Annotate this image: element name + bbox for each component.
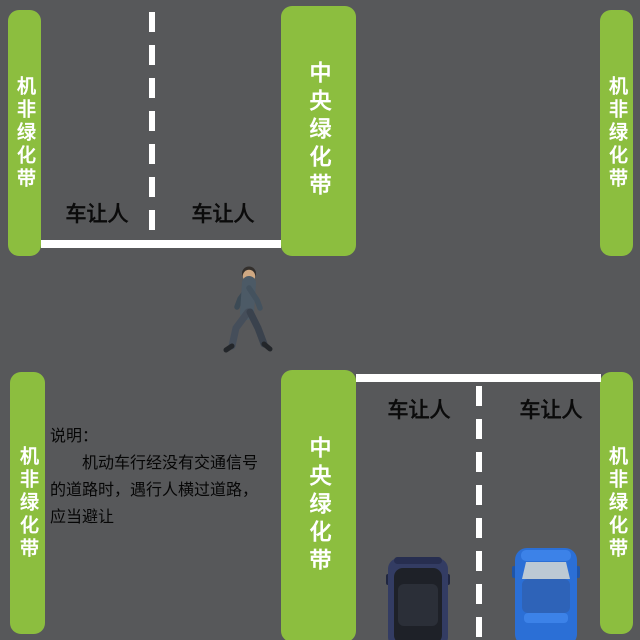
pedestrian-walking-icon xyxy=(222,266,274,363)
explanation-line: 应当避让 xyxy=(50,509,115,526)
greenbelt-top-right-label: 机非绿化带 xyxy=(606,75,627,191)
greenbelt-bottom-center: 中央绿化带 xyxy=(281,370,356,640)
explanation-line: 的道路时，遇行人横过道路， xyxy=(50,482,259,499)
greenbelt-top-center-label: 中央绿化带 xyxy=(306,61,332,201)
greenbelt-bottom-left: 机非绿化带 xyxy=(10,372,45,634)
explanation-line: 机动车行经没有交通信号 xyxy=(50,455,259,472)
yield-label-bottom-left: 车让人 xyxy=(387,399,451,422)
greenbelt-bottom-right-label: 机非绿化带 xyxy=(606,445,627,561)
yield-stop-line-top xyxy=(41,240,281,248)
yield-label-top-left: 车让人 xyxy=(65,203,129,226)
greenbelt-top-right: 机非绿化带 xyxy=(600,10,633,256)
lane-divider-dashed-bottom xyxy=(476,386,482,640)
greenbelt-top-center: 中央绿化带 xyxy=(281,6,356,256)
lane-divider-dashed-top xyxy=(149,12,155,238)
blue-car-top-view-icon xyxy=(512,546,580,640)
explanation-text: 说明： 机动车行经没有交通信号 的道路时，遇行人横过道路， 应当避让 xyxy=(50,423,300,531)
yield-label-bottom-right: 车让人 xyxy=(519,399,583,422)
greenbelt-bottom-center-label: 中央绿化带 xyxy=(306,436,332,576)
greenbelt-top-left: 机非绿化带 xyxy=(8,10,41,256)
explanation-line: 说明： xyxy=(50,428,99,445)
yield-stop-line-bottom xyxy=(356,374,601,382)
greenbelt-bottom-right: 机非绿化带 xyxy=(600,372,633,634)
dark-suv-top-view-icon xyxy=(386,556,450,640)
greenbelt-bottom-left-label: 机非绿化带 xyxy=(17,445,38,561)
greenbelt-top-left-label: 机非绿化带 xyxy=(14,75,35,191)
yield-label-top-right: 车让人 xyxy=(191,203,255,226)
